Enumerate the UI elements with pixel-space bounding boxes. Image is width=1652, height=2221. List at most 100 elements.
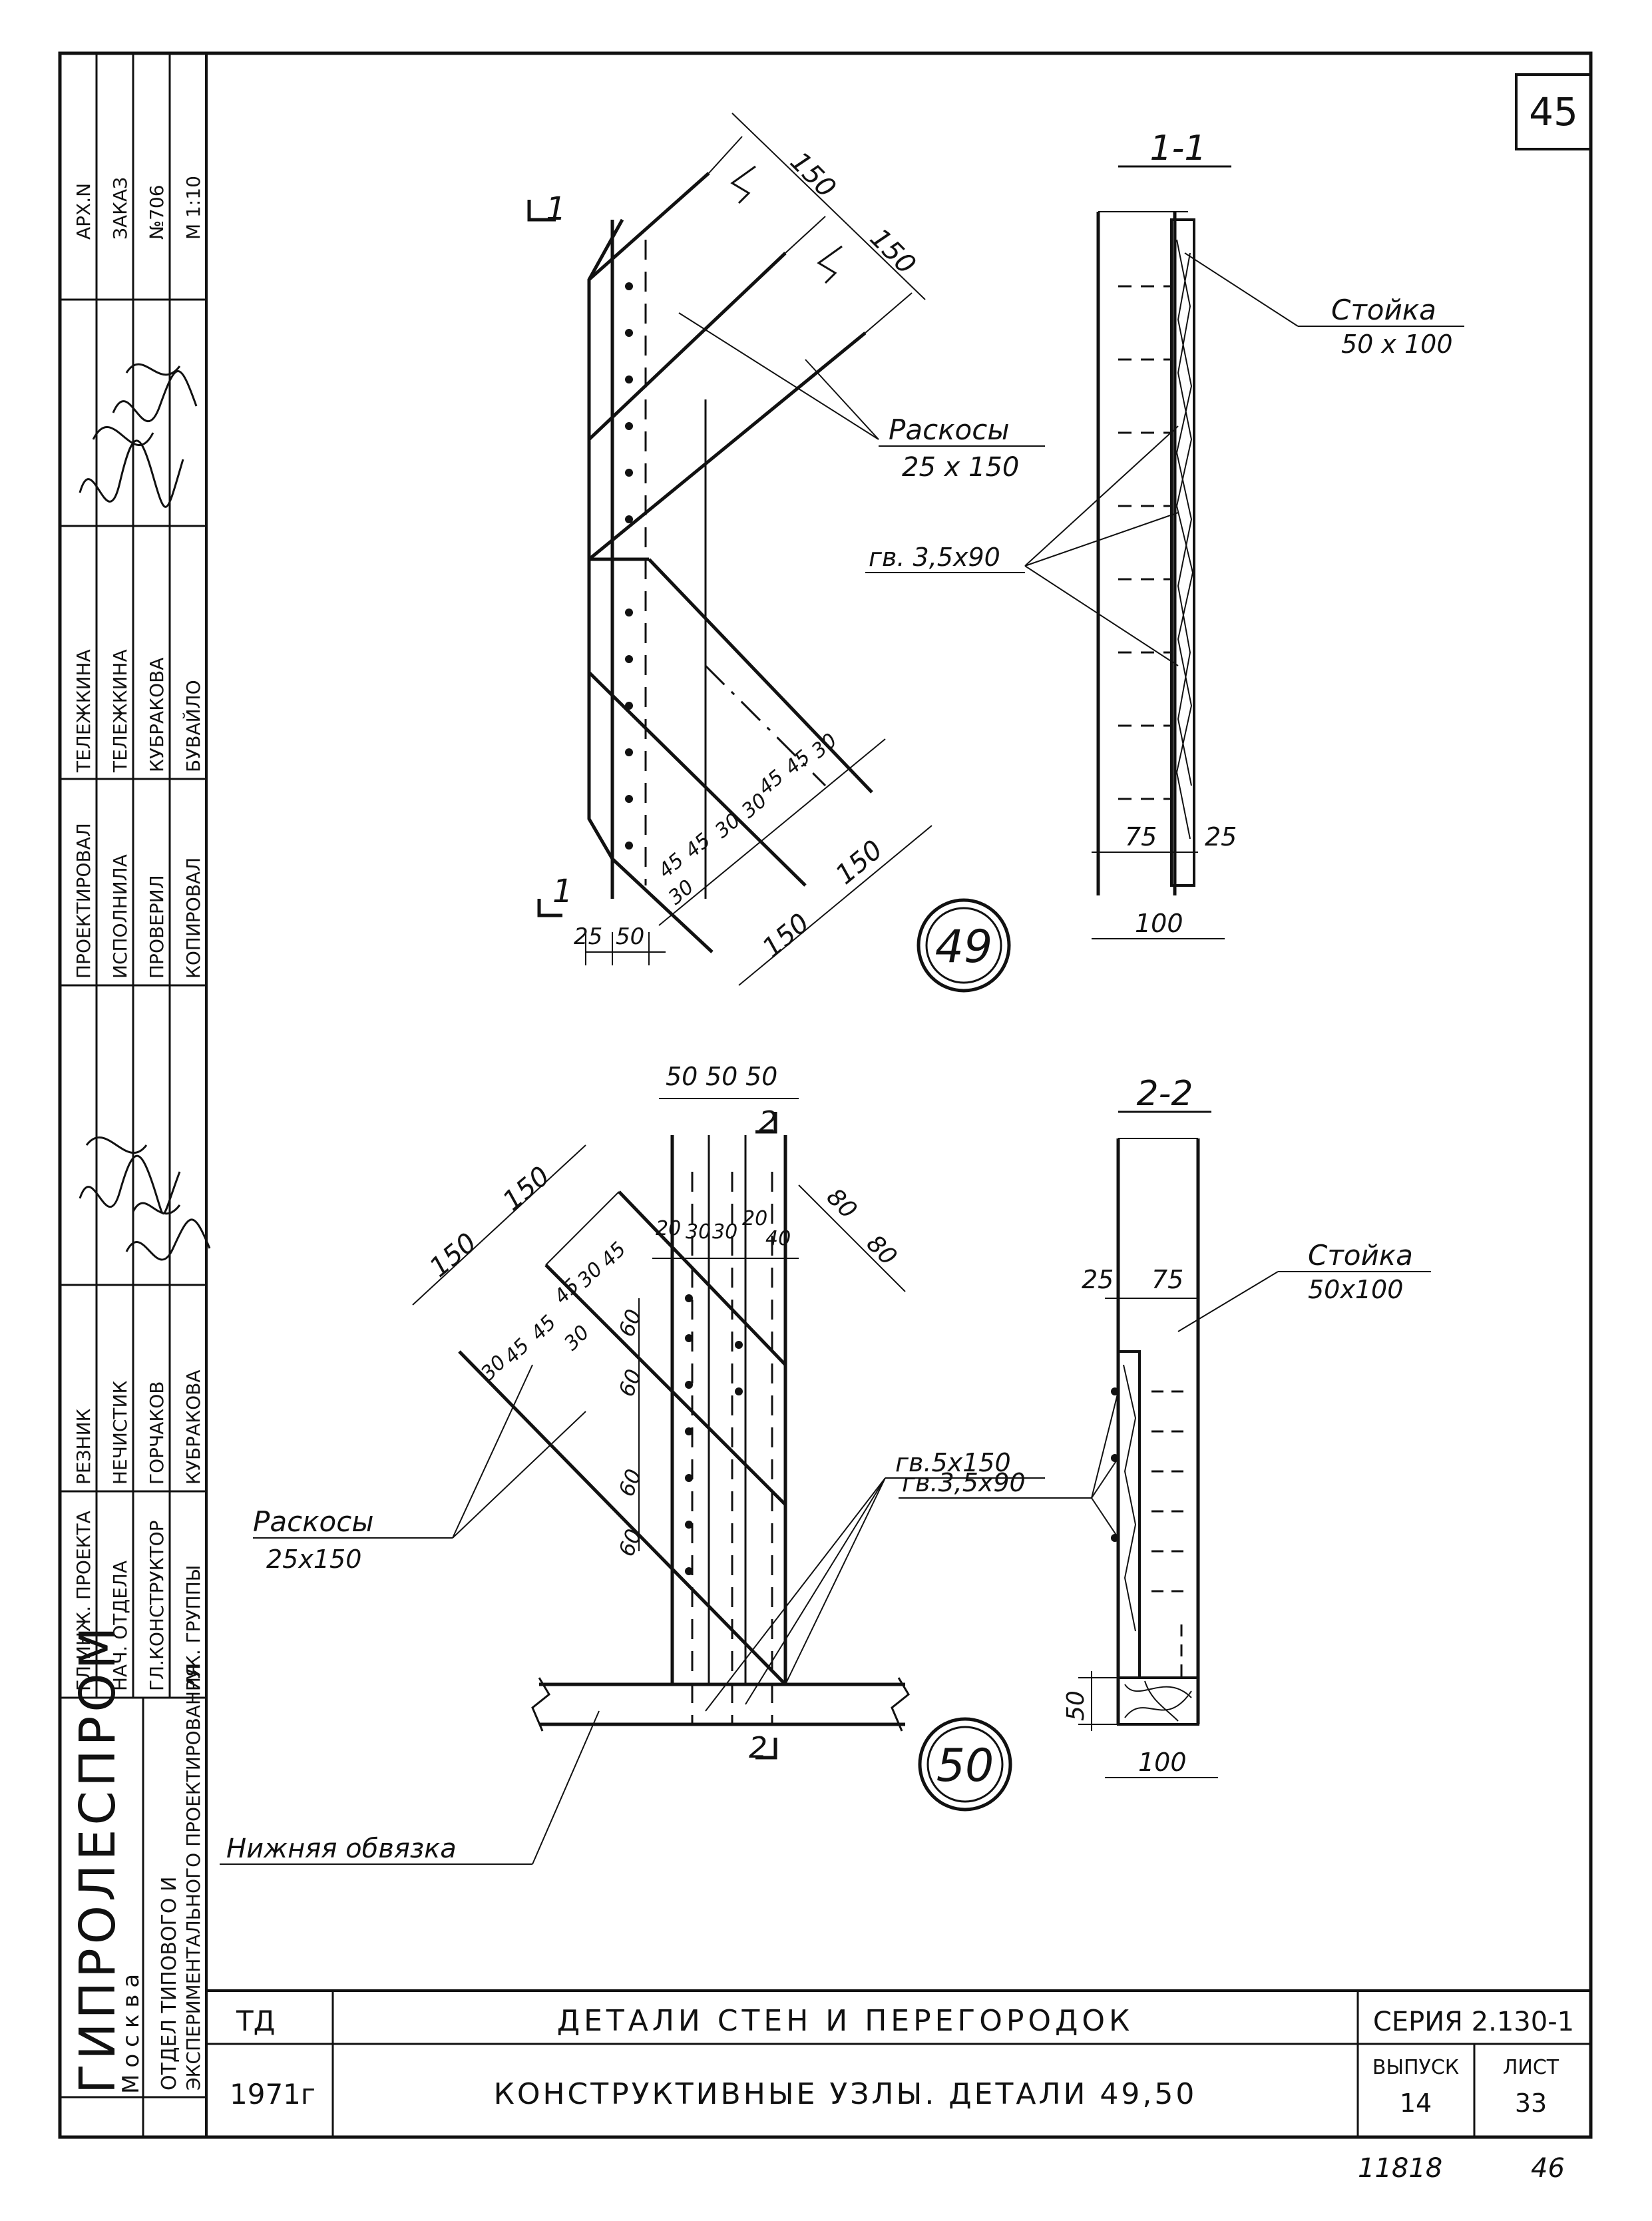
sheet-label: ЛИСТ [1503, 2056, 1559, 2079]
section-2-2-dim-width: 100 [1138, 1748, 1187, 1777]
section-1-1-drawing [1092, 165, 1231, 939]
section-1-1-labels: 1-1 Стойка 50 x 100 гв. 3,5х90 75 25 100 [869, 128, 1453, 938]
section-2-2-nails-label: гв.3,5х90 [902, 1468, 1026, 1497]
name-telezhkina-1: ТЕЛЕЖКИНА [73, 649, 95, 773]
detail-49-braces-size: 25 x 150 [902, 452, 1019, 483]
signatures [79, 363, 211, 1261]
sheet-frame [58, 51, 1593, 2139]
detail-50-dim-diag-1: 150 [424, 1227, 483, 1283]
detail-50-dim-inner-3: 30 [712, 1220, 737, 1244]
section-2-2-dim-1: 25 [1082, 1265, 1114, 1294]
detail-50-leaders [220, 1364, 1045, 1865]
role-chief-designer: ГЛ.КОНСТРУКТОР [146, 1520, 168, 1691]
detail-49-dim-nail-3: 30 [711, 809, 745, 843]
detail-50-dim-brace-7: 45 [596, 1238, 631, 1272]
left-title-strip [60, 53, 206, 2137]
detail-50-dim-top-2: 50 [706, 1062, 737, 1091]
detail-50-nails [685, 1294, 743, 1575]
corner-number: 45 [1529, 89, 1578, 134]
detail-49-drawing [527, 113, 932, 986]
detail-50-dim-vert-3: 60 [614, 1465, 647, 1499]
detail-49-leaders [678, 312, 1045, 447]
name-kubrakova: КУБРАКОВА [182, 1370, 204, 1485]
detail-50-dim-inner-1: 20 [656, 1217, 681, 1240]
section-2-2-post-label: Стойка [1308, 1239, 1413, 1272]
section-1-1-dim-2: 25 [1205, 822, 1237, 852]
detail-50-dim-inner-4: 20 [742, 1207, 767, 1230]
section-2-2-labels: 2-2 Стойка 50x100 гв.3,5х90 25 75 50 100 [902, 1074, 1413, 1777]
role-checked: ПРОВЕРИЛ [146, 875, 168, 979]
section-2-2-drawing [1078, 1110, 1218, 1778]
section-1-1-leaders [865, 252, 1464, 666]
detail-49-dim-base-2: 50 [616, 923, 644, 950]
corner-number-box: 45 [1515, 73, 1592, 150]
role-executed: ИСПОЛНИЛА [109, 854, 131, 979]
detail-49-section-mark-top: 1 [546, 190, 566, 228]
detail-50-dim-inner-2: 30 [686, 1220, 711, 1244]
org-name: ГИПРОЛЕСПРОМ [69, 1623, 126, 2094]
role-chief-engineer: ГЛ.ИНЖ. ПРОЕКТА [73, 1511, 95, 1691]
year-label: 1971г [230, 2078, 315, 2110]
detail-49-dim-nail-7: 30 [807, 729, 842, 763]
role-designed: ПРОЕКТИРОВАЛ [73, 823, 95, 979]
detail-50-section-mark-top: 2 [759, 1105, 777, 1139]
detail-49-dim-nail-2: 45 [681, 829, 716, 863]
detail-49-dim-bottom-1: 150 [757, 907, 815, 963]
detail-50-section-mark-bottom: 2 [749, 1731, 767, 1765]
footer-left-number: 11818 [1358, 2153, 1442, 2184]
name-gorchakov: ГОРЧАКОВ [146, 1381, 168, 1485]
detail-50-number-badge: 50 [918, 1717, 1012, 1812]
issue-label: ВЫПУСК [1372, 2056, 1459, 2079]
section-1-1-title: 1-1 [1150, 128, 1207, 168]
detail-50-dim-top-3: 50 [745, 1062, 777, 1091]
detail-50-number: 50 [936, 1740, 994, 1792]
role-dept-head: НАЧ. ОТДЕЛА [109, 1561, 131, 1691]
dept-line2: ЭКСПЕРИМЕНТАЛЬНОГО ПРОЕКТИРОВАНИЯ [182, 1664, 204, 2091]
detail-50-dim-right-1: 80 [821, 1183, 862, 1224]
series-label: СЕРИЯ 2.130-1 [1373, 2007, 1574, 2037]
sheet-number: 33 [1515, 2089, 1547, 2118]
scale: М 1:10 [182, 176, 204, 240]
detail-49-number: 49 [935, 921, 993, 973]
detail-50-dim-top-1: 50 [666, 1062, 698, 1091]
detail-50-dim-brace-4: 30 [560, 1321, 594, 1356]
section-2-2-title: 2-2 [1137, 1074, 1193, 1114]
detail-50-dim-right-2: 80 [861, 1230, 902, 1270]
detail-50-sill-label: Нижняя обвязка [226, 1834, 457, 1864]
section-1-1-dim-1: 75 [1125, 822, 1157, 852]
dept-line1: ОТДЕЛ ТИПОВОГО И [158, 1877, 181, 2091]
detail-49-dim-base-1: 25 [574, 923, 602, 950]
detail-50-braces-label: Раскосы [253, 1505, 373, 1538]
archive-no: АРХ.N [73, 183, 95, 240]
main-title: ДЕТАЛИ СТЕН И ПЕРЕГОРОДОК [557, 2004, 1134, 2038]
detail-50-dim-diag-2: 150 [497, 1160, 556, 1216]
section-2-2-leaders [899, 1271, 1431, 1539]
detail-49-section-mark-bottom: 1 [552, 873, 573, 910]
section-2-2-post-size: 50x100 [1308, 1275, 1403, 1304]
detail-50-drawing [412, 1098, 910, 1760]
detail-50-dim-brace-3: 45 [526, 1311, 561, 1346]
title-strip-text: ГИПРОЛЕСПРОМ Москва ОТДЕЛ ТИПОВОГО И ЭКС… [69, 176, 204, 2094]
detail-50-dim-inner-5: 40 [765, 1227, 791, 1250]
detail-50-braces-size: 25x150 [266, 1545, 361, 1574]
bottom-title-text: ТД 1971г ДЕТАЛИ СТЕН И ПЕРЕГОРОДОК КОНСТ… [230, 2004, 1574, 2184]
detail-49-dim-top-1: 150 [784, 146, 842, 204]
detail-50-dim-vert-1: 60 [614, 1306, 647, 1340]
name-telezhkina-2: ТЕЛЕЖКИНА [109, 649, 131, 773]
order-no: №706 [146, 184, 168, 240]
td-label: ТД [236, 2005, 275, 2037]
name-kubrakova-2: КУБРАКОВА [146, 658, 168, 772]
detail-49-dim-bottom-2: 150 [830, 834, 889, 890]
role-copied: КОПИРОВАЛ [182, 858, 204, 979]
order-label: ЗАКАЗ [109, 177, 131, 240]
detail-49-braces-label: Раскосы [889, 413, 1009, 446]
org-city: Москва [118, 1967, 144, 2094]
detail-50-dim-vert-2: 60 [614, 1365, 647, 1399]
detail-49-dim-nail-6: 45 [781, 746, 815, 780]
role-group-head: РУК. ГРУППЫ [182, 1565, 204, 1691]
section-1-1-dim-width: 100 [1135, 909, 1183, 938]
name-reznik: РЕЗНИК [73, 1408, 95, 1485]
detail-49-number-badge: 49 [917, 898, 1011, 993]
issue-number: 14 [1400, 2089, 1432, 2118]
